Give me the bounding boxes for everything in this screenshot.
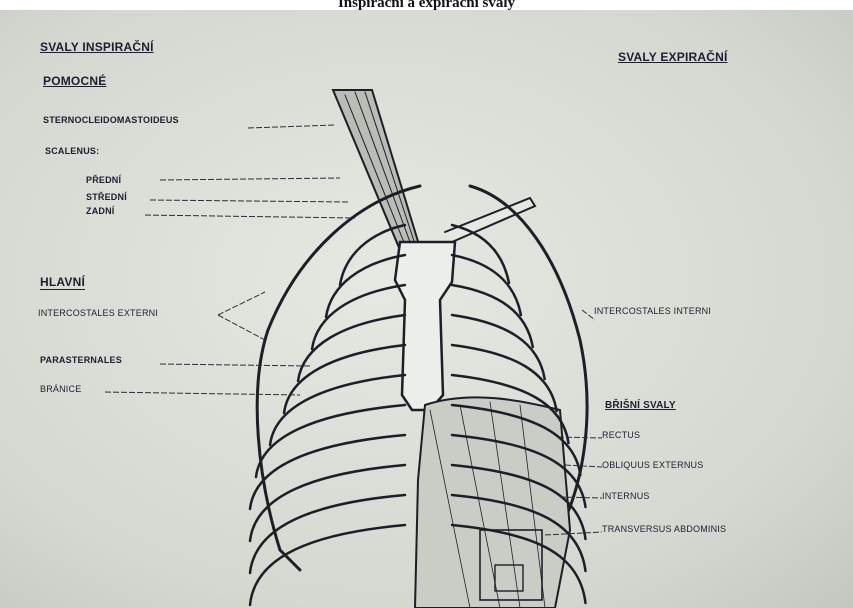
sternum-shape [395, 242, 455, 410]
label-parasternales: PARASTERNALES [40, 355, 122, 365]
label-sternocleidomastoideus: STERNOCLEIDOMASTOIDEUS [43, 115, 179, 125]
label-svaly-expiracni: SVALY EXPIRAČNÍ [618, 50, 727, 64]
rib-left [270, 375, 405, 445]
sternocleidomastoideus-shape [333, 90, 420, 250]
label-obliquus-externus: OBLIQUUS EXTERNUS [602, 460, 703, 470]
label-branice: BRÁNICE [40, 384, 81, 394]
label-brisni-svaly: BŘIŠNÍ SVALY [605, 400, 676, 411]
label-pomocne: POMOCNÉ [43, 74, 106, 88]
label-svaly-inspiracni: SVALY INSPIRAČNÍ [40, 40, 154, 54]
label-intercostales-externi: INTERCOSTALES EXTERNI [38, 308, 158, 318]
label-scalenus: SCALENUS: [45, 146, 99, 156]
label-hlavni: HLAVNÍ [40, 275, 85, 290]
label-stredni: STŘEDNÍ [86, 192, 127, 202]
rib-left [250, 525, 405, 605]
label-internus: INTERNUS [602, 491, 650, 501]
label-zadni: ZADNÍ [86, 206, 115, 216]
rib-left [250, 495, 405, 573]
label-rectus: RECTUS [602, 430, 640, 440]
label-predni: PŘEDNÍ [86, 175, 121, 185]
rib-right [452, 255, 521, 315]
label-transversus-abdominis: TRANSVERSUS ABDOMINIS [602, 524, 726, 534]
diagram-photo: SVALY INSPIRAČNÍ SVALY EXPIRAČNÍ POMOCNÉ… [0, 10, 853, 608]
label-intercostales-interni: INTERCOSTALES INTERNI [594, 306, 711, 316]
